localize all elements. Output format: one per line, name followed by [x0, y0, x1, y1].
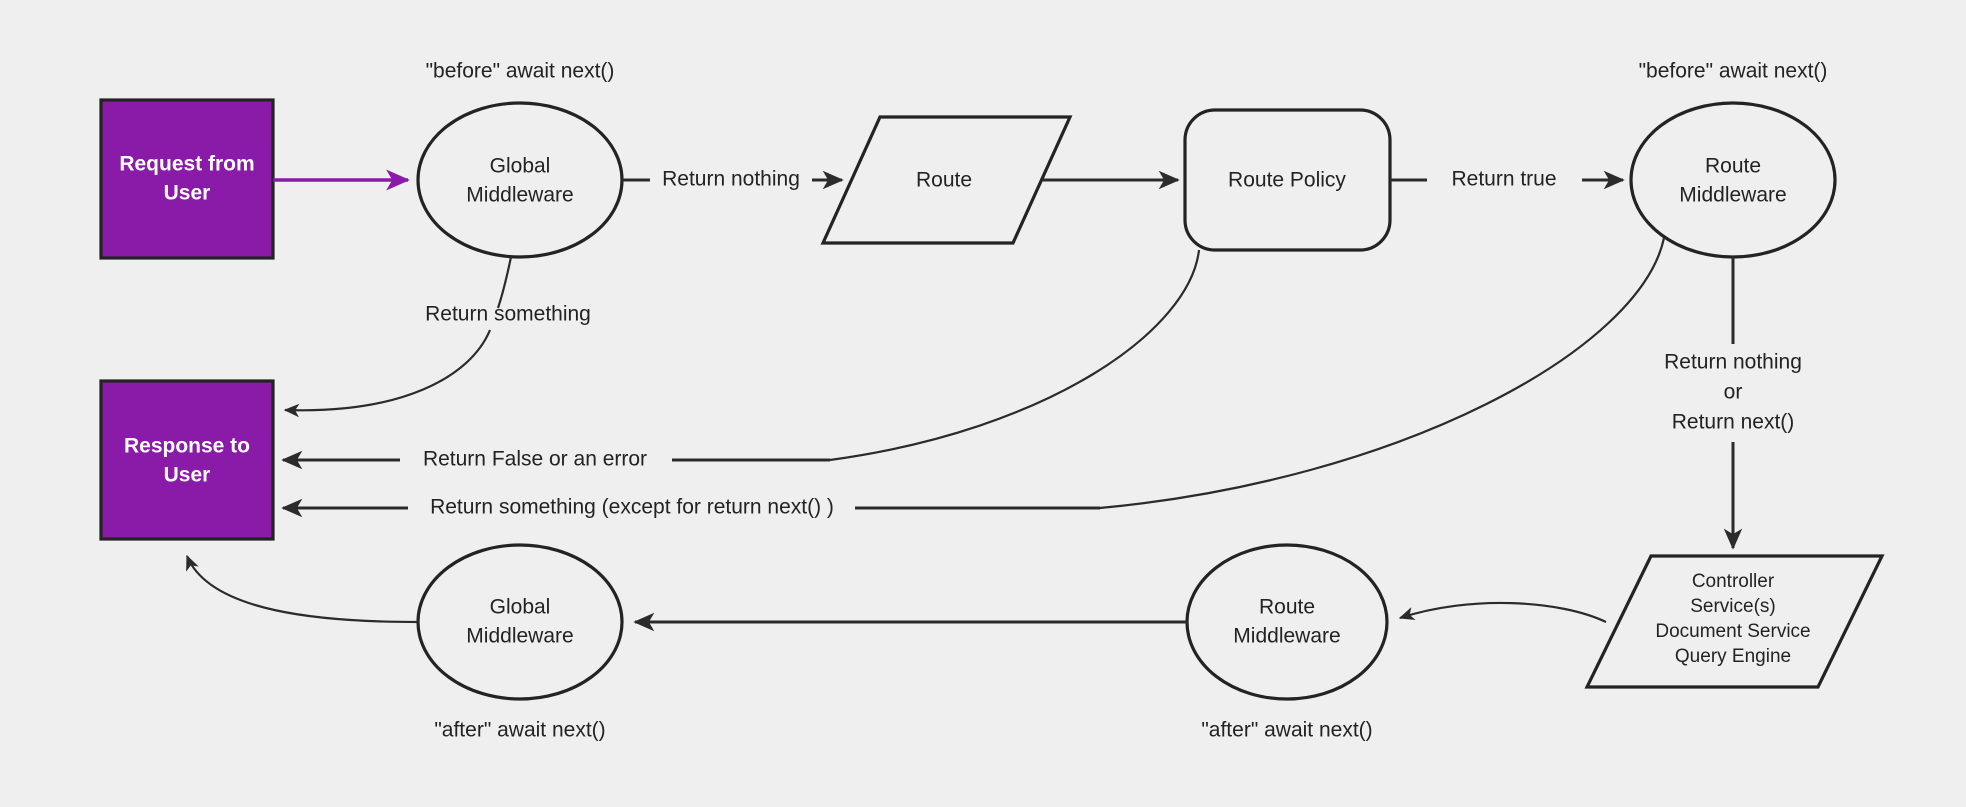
route-middleware-before-label-line1: Route: [1705, 155, 1761, 178]
edge-label-return-nothing: Return nothing: [662, 168, 800, 191]
controller-stack-label-line2: Service(s): [1690, 596, 1776, 617]
node-request-from-user[interactable]: Request from User: [99, 98, 275, 260]
edge-label-return-something: Return something: [425, 303, 591, 326]
edge-global-middleware-to-response-lower: [283, 329, 492, 418]
edge-label-return-nothing-or-next-line2: or: [1724, 381, 1743, 404]
node-response-to-user[interactable]: Response to User: [99, 379, 275, 541]
edge-label-return-nothing-or-next-line1: Return nothing: [1664, 351, 1802, 374]
global-middleware-before-label-line1: Global: [490, 155, 551, 178]
global-middleware-after-label-line1: Global: [490, 596, 551, 619]
annotation-before-await-next-right: "before" await next(): [1639, 60, 1828, 83]
global-middleware-before-ellipse[interactable]: [416, 101, 624, 259]
route-label: Route: [916, 169, 972, 192]
edge-global-middleware-to-response-upper: [496, 256, 513, 309]
response-to-user-label-line2: User: [164, 464, 211, 487]
node-global-middleware-before[interactable]: Global Middleware: [416, 101, 624, 259]
route-middleware-after-label-line1: Route: [1259, 596, 1315, 619]
node-route-middleware-after[interactable]: Route Middleware: [1185, 543, 1389, 701]
route-middleware-before-label-line2: Middleware: [1679, 184, 1786, 207]
response-to-user-box[interactable]: [99, 379, 275, 541]
edge-route-middleware-to-response-curve: [1099, 237, 1666, 510]
edge-route-policy-to-response-curve: [829, 249, 1201, 462]
node-route-middleware-before[interactable]: Route Middleware: [1629, 101, 1837, 259]
edge-label-return-something-except: Return something (except for return next…: [430, 496, 834, 519]
node-controller-stack[interactable]: Controller Service(s) Document Service Q…: [1584, 554, 1885, 689]
request-from-user-box[interactable]: [99, 98, 275, 260]
annotation-after-await-next-right: "after" await next(): [1201, 719, 1372, 742]
global-middleware-after-ellipse[interactable]: [416, 543, 624, 701]
edge-label-return-true: Return true: [1451, 168, 1556, 191]
edge-label-return-false-or-error: Return False or an error: [423, 448, 647, 471]
global-middleware-before-label-line2: Middleware: [466, 184, 573, 207]
route-policy-label: Route Policy: [1228, 169, 1346, 192]
edge-global-middleware-after-to-response: [185, 554, 419, 624]
request-from-user-label-line1: Request from: [119, 153, 254, 176]
route-middleware-after-label-line2: Middleware: [1233, 625, 1340, 648]
route-middleware-after-ellipse[interactable]: [1185, 543, 1389, 701]
edge-controller-to-route-middleware-after: [1398, 601, 1607, 623]
node-global-middleware-after[interactable]: Global Middleware: [416, 543, 624, 701]
route-parallelogram[interactable]: [820, 115, 1073, 245]
controller-stack-label-line4: Query Engine: [1675, 646, 1791, 667]
global-middleware-after-label-line2: Middleware: [466, 625, 573, 648]
controller-stack-parallelogram[interactable]: [1584, 554, 1885, 689]
request-from-user-label-line2: User: [164, 182, 211, 205]
response-to-user-label-line1: Response to: [124, 435, 250, 458]
controller-stack-label-line1: Controller: [1692, 571, 1775, 592]
node-route[interactable]: Route: [820, 115, 1073, 245]
edge-label-return-nothing-or-next-line3: Return next(): [1672, 411, 1795, 434]
node-route-policy[interactable]: Route Policy: [1183, 108, 1392, 252]
controller-stack-label-line3: Document Service: [1655, 621, 1810, 642]
annotation-before-await-next-left: "before" await next(): [426, 60, 615, 83]
annotation-after-await-next-left: "after" await next(): [434, 719, 605, 742]
route-middleware-before-ellipse[interactable]: [1629, 101, 1837, 259]
